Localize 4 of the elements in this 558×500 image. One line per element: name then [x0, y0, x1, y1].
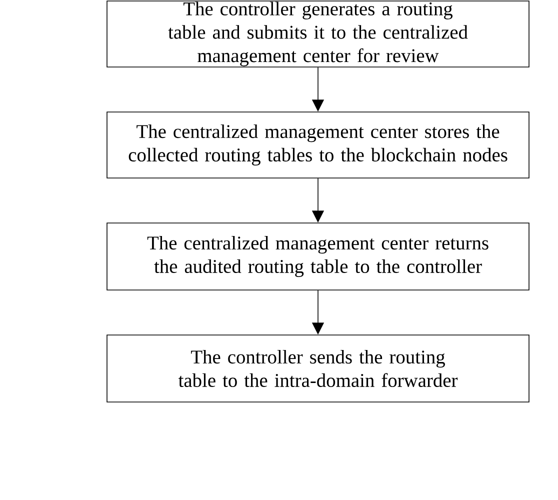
process-box: The controller sends the routing table to the intra-domain forwarder [106, 334, 530, 402]
process-box: The centralized management center stores the collected routing tables to the blockchain nodes [106, 112, 530, 178]
process-box: The controller generates a routing table and submits it to the centralized management center for review [106, 0, 530, 68]
process-box: The centralized management center returns the audited routing table to the controller [106, 222, 530, 290]
